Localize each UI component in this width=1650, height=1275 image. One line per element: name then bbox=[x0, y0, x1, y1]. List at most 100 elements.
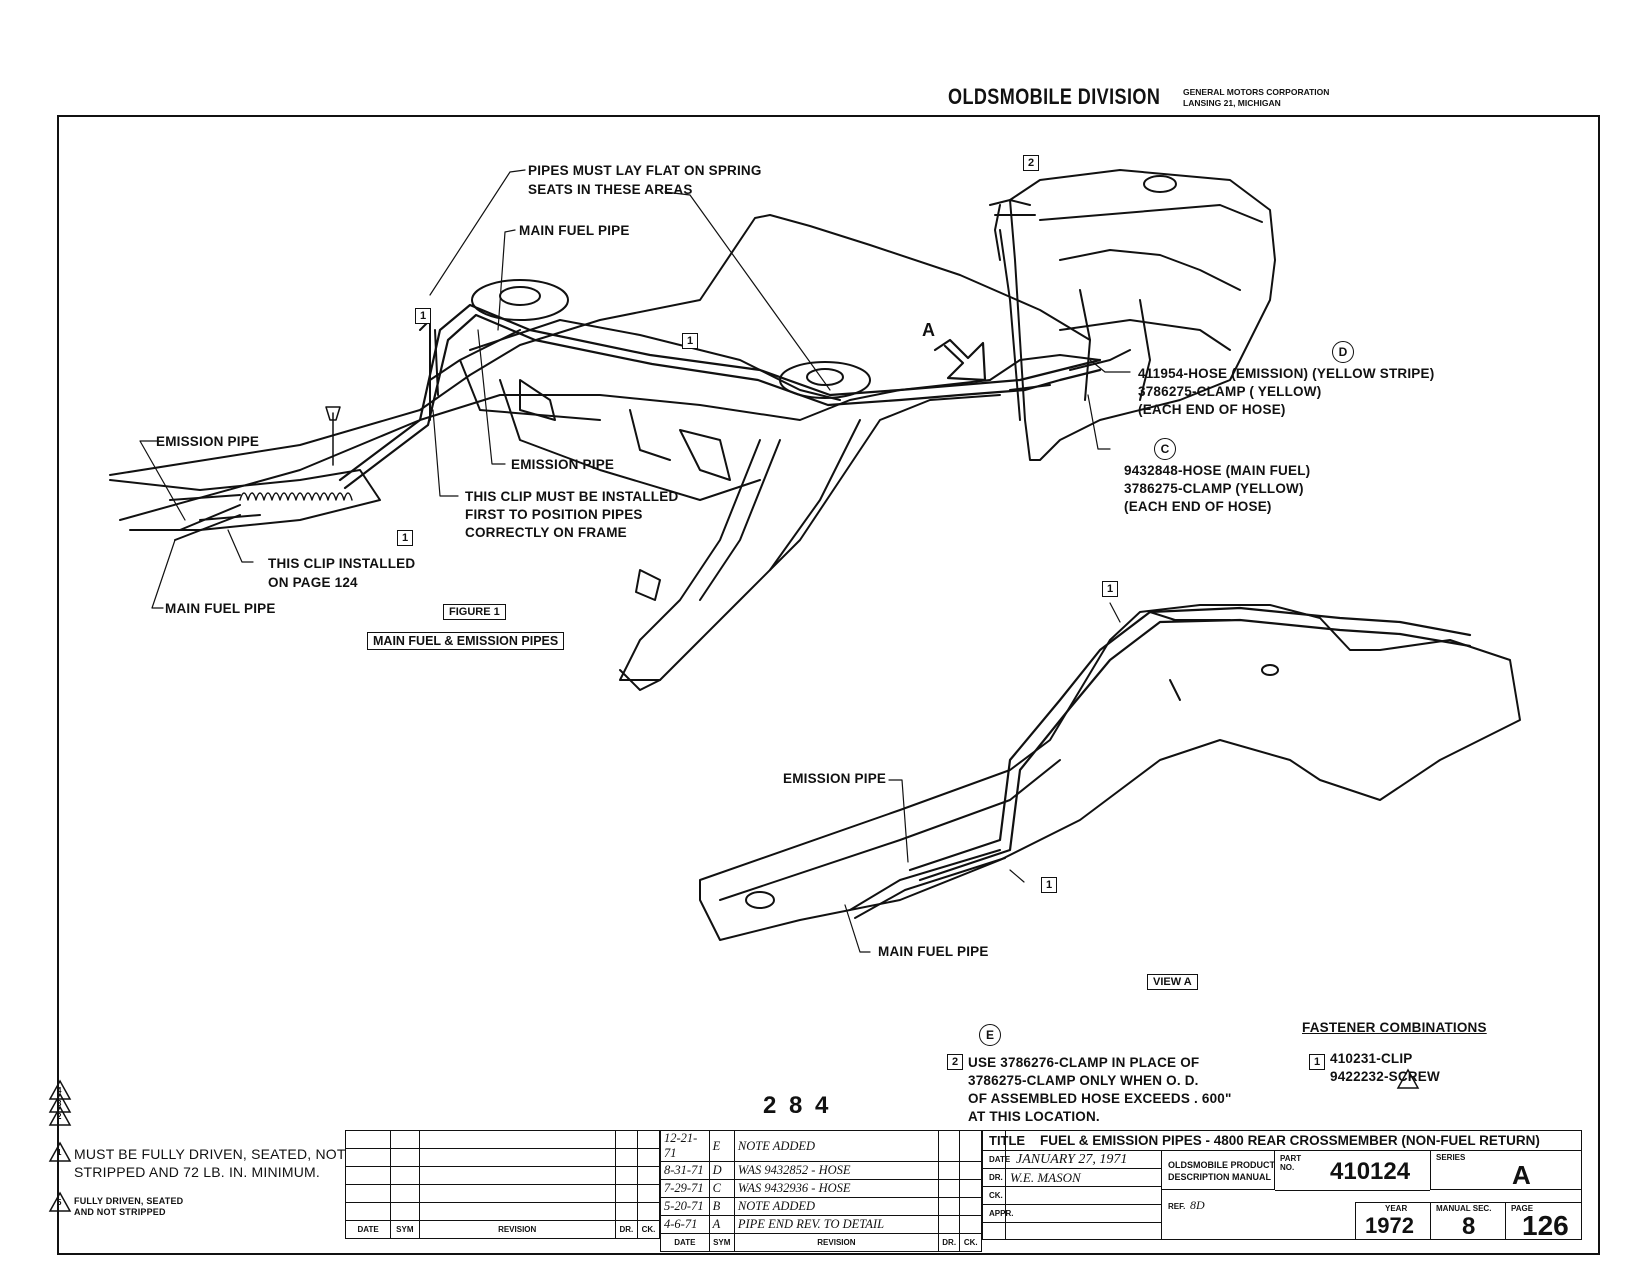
main-fuel-pipe-label-left: MAIN FUEL PIPE bbox=[165, 601, 276, 616]
corp-line-1: GENERAL MOTORS CORPORATION bbox=[1183, 87, 1330, 97]
rev-text: PIPE END REV. TO DETAIL bbox=[733, 1215, 939, 1234]
rev-sym: A bbox=[708, 1215, 735, 1234]
hose-c-line2: 3786275-CLAMP (YELLOW) bbox=[1124, 481, 1304, 496]
revision-row: 12-21-71 E NOTE ADDED bbox=[660, 1130, 982, 1162]
corp-line-2: LANSING 21, MICHIGAN bbox=[1183, 98, 1281, 108]
note-e-line2: 3786275-CLAMP ONLY WHEN O. D. bbox=[968, 1073, 1199, 1088]
drawing-frame bbox=[57, 115, 1600, 1255]
clip-first-note-line2: FIRST TO POSITION PIPES bbox=[465, 507, 643, 522]
main-fuel-pipe bbox=[338, 303, 1102, 482]
clip-marker-1b: 1 bbox=[682, 333, 698, 349]
note-e-line1: USE 3786276-CLAMP IN PLACE OF bbox=[968, 1055, 1200, 1070]
clip-marker-1c: 1 bbox=[397, 530, 413, 546]
revision-row: 4-6-71 A PIPE END REV. TO DETAIL bbox=[660, 1215, 982, 1234]
hose-c-marker: C bbox=[1154, 438, 1176, 460]
page-stamp: 2 8 4 bbox=[763, 1092, 832, 1119]
note-e-marker: E bbox=[979, 1024, 1001, 1046]
rev-sym: E bbox=[708, 1130, 735, 1162]
corporation-info: GENERAL MOTORS CORPORATION LANSING 21, M… bbox=[1183, 87, 1329, 109]
revision-row: 8-31-71 D WAS 9432852 - HOSE bbox=[660, 1161, 982, 1180]
clip-marker-1a: 1 bbox=[415, 308, 431, 324]
fastener-screw: 9422232-SCREW bbox=[1330, 1069, 1440, 1084]
figure-title: MAIN FUEL & EMISSION PIPES bbox=[367, 632, 565, 650]
clamp-marker-2: 2 bbox=[1023, 155, 1039, 171]
title-block bbox=[982, 1130, 1582, 1240]
rev-date: 5-20-71 bbox=[660, 1197, 710, 1216]
date-value: JANUARY 27, 1971 bbox=[1016, 1152, 1128, 1167]
rev-sym: D bbox=[708, 1161, 735, 1180]
emission-pipe-label-left: EMISSION PIPE bbox=[156, 434, 260, 449]
clip-p124-note-line1: THIS CLIP INSTALLED bbox=[268, 556, 416, 571]
note-1-line2: STRIPPED AND 72 LB. IN. MINIMUM. bbox=[74, 1164, 320, 1180]
rev-col-revision-left: REVISION bbox=[418, 1220, 616, 1239]
hose-c-line3: (EACH END OF HOSE) bbox=[1124, 499, 1272, 514]
pipes-flat-note-line2: SEATS IN THESE AREAS bbox=[528, 182, 693, 197]
manual-line2: DESCRIPTION MANUAL bbox=[1168, 1172, 1271, 1182]
part-label: PART NO. bbox=[1280, 1154, 1302, 1172]
spring-seat-left bbox=[471, 279, 569, 321]
note-4-num: 4 bbox=[57, 1086, 62, 1095]
hose-d-marker: D bbox=[1332, 341, 1354, 363]
rev-col-ck-left: CK. bbox=[636, 1220, 661, 1239]
note-e-ref: 2 bbox=[947, 1054, 963, 1070]
clip-marker-1d: 1 bbox=[1102, 581, 1118, 597]
clip-p124-note-line2: ON PAGE 124 bbox=[268, 575, 358, 590]
rev-sym: B bbox=[708, 1197, 735, 1216]
page-label: PAGE bbox=[1511, 1204, 1534, 1213]
hose-d-line2: 3786275-CLAMP ( YELLOW) bbox=[1138, 384, 1322, 399]
rev-date: 4-6-71 bbox=[660, 1215, 710, 1234]
rev-date: 8-31-71 bbox=[660, 1161, 710, 1180]
main-fuel-pipe-label-top: MAIN FUEL PIPE bbox=[519, 223, 630, 238]
note-5-line2: AND NOT STRIPPED bbox=[74, 1207, 166, 1217]
note-1-line1: MUST BE FULLY DRIVEN, SEATED, NOT bbox=[74, 1146, 346, 1162]
fastener-ref: 1 bbox=[1309, 1054, 1325, 1070]
fuel-tank bbox=[1009, 169, 1276, 461]
rev-date: 7-29-71 bbox=[660, 1179, 710, 1198]
series-value: A bbox=[1512, 1160, 1531, 1190]
revision-row: 5-20-71 B NOTE ADDED bbox=[660, 1197, 982, 1216]
view-a-frame bbox=[699, 604, 1521, 941]
manual-sec-label: MANUAL SEC. bbox=[1436, 1204, 1492, 1213]
emission-pipe-label-view-a: EMISSION PIPE bbox=[783, 771, 887, 786]
hose-c-line1: 9432848-HOSE (MAIN FUEL) bbox=[1124, 463, 1311, 478]
coiled-hose bbox=[239, 492, 353, 501]
pipes-flat-note-line1: PIPES MUST LAY FLAT ON SPRING bbox=[528, 163, 762, 178]
rev-text: NOTE ADDED bbox=[733, 1130, 939, 1162]
revision-row: 7-29-71 C WAS 9432936 - HOSE bbox=[660, 1179, 982, 1198]
ref-value: 8D bbox=[1190, 1198, 1205, 1212]
frame-kickup bbox=[619, 394, 1001, 681]
view-a-label: VIEW A bbox=[1147, 974, 1198, 990]
rev-col-sym-left: SYM bbox=[390, 1220, 420, 1239]
note-3-num: 3 bbox=[57, 1099, 62, 1108]
drawing-title: FUEL & EMISSION PIPES - 4800 REAR CROSSM… bbox=[1040, 1133, 1540, 1148]
division-title: OLDSMOBILE DIVISION bbox=[948, 84, 1161, 109]
page-value: 126 bbox=[1522, 1210, 1569, 1241]
fastener-heading: FASTENER COMBINATIONS bbox=[1302, 1020, 1487, 1035]
clip-first-note-line1: THIS CLIP MUST BE INSTALLED bbox=[465, 489, 679, 504]
frame-rail bbox=[109, 214, 1091, 476]
view-a-arrow-label: A bbox=[922, 320, 936, 340]
note-2-num: 2 bbox=[57, 1112, 62, 1121]
year-value: 1972 bbox=[1365, 1213, 1414, 1238]
revision-table: 12-21-71 E NOTE ADDED 8-31-71 D WAS 9432… bbox=[660, 1130, 982, 1252]
year-label: YEAR bbox=[1385, 1204, 1408, 1213]
rev-text: NOTE ADDED bbox=[733, 1197, 939, 1216]
note-1-num: 1 bbox=[57, 1148, 62, 1157]
view-a-arrow bbox=[933, 338, 987, 382]
hose-d-line1: 411954-HOSE (EMISSION) (YELLOW STRIPE) bbox=[1138, 366, 1435, 381]
rev-text: WAS 9432852 - HOSE bbox=[733, 1161, 939, 1180]
note-e-line4: AT THIS LOCATION. bbox=[968, 1109, 1100, 1124]
clip-marker-1e: 1 bbox=[1041, 877, 1057, 893]
note-5-line1: FULLY DRIVEN, SEATED bbox=[74, 1196, 184, 1206]
emission-pipe-label-mid: EMISSION PIPE bbox=[511, 457, 615, 472]
rev-sym: C bbox=[708, 1179, 735, 1198]
clip-first-note-line3: CORRECTLY ON FRAME bbox=[465, 525, 627, 540]
emission-pipe bbox=[343, 313, 1102, 490]
rev-date: 12-21-71 bbox=[660, 1130, 710, 1162]
revision-table-left: DATE SYM REVISION DR. CK. bbox=[344, 1130, 661, 1239]
date-label: DATE bbox=[989, 1155, 1011, 1164]
rev-col-dr: DR. bbox=[937, 1233, 961, 1252]
series-label: SERIES bbox=[1436, 1153, 1466, 1162]
rev-col-date-left: DATE bbox=[344, 1220, 392, 1239]
